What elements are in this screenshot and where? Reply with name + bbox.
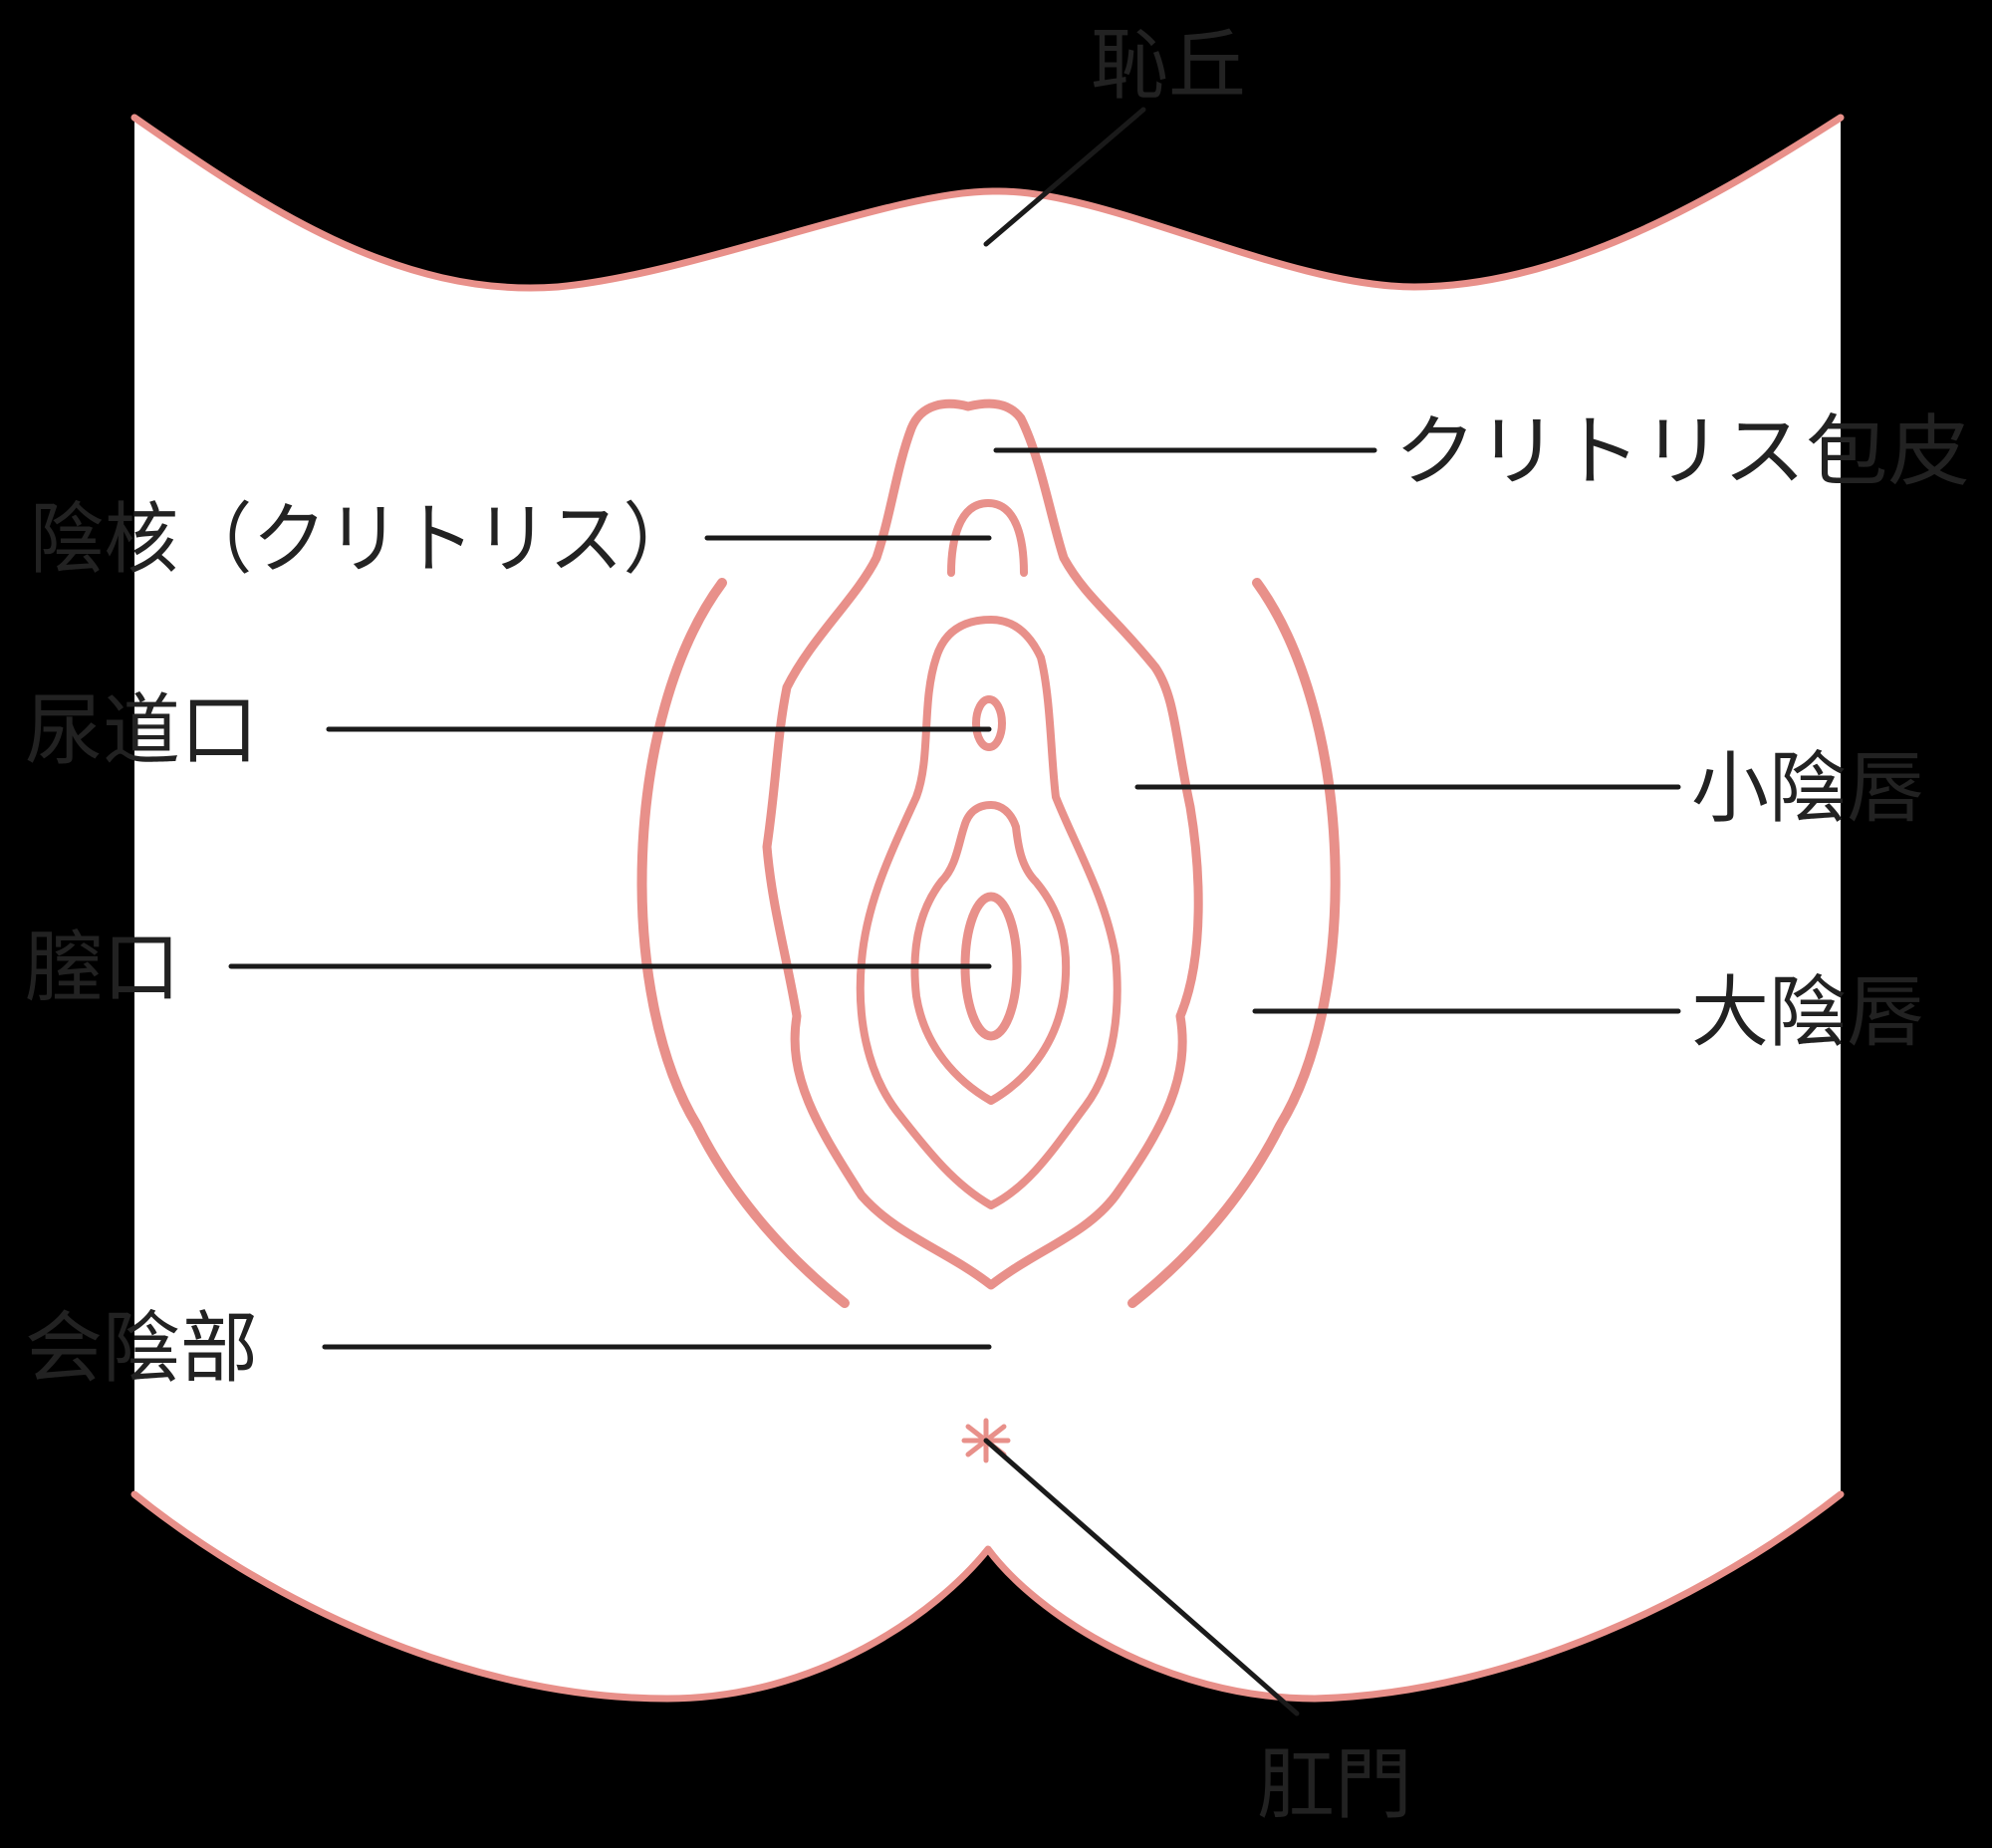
label-clitoral-hood: クリトリス包皮 xyxy=(1394,407,1970,497)
label-mons-pubis: 恥丘 xyxy=(1091,21,1246,111)
label-perineum: 会陰部 xyxy=(25,1304,258,1394)
labia-majora-left-arc xyxy=(636,578,850,1308)
label-urethral-opening: 尿道口 xyxy=(25,686,258,776)
vestibule-loop xyxy=(910,801,1071,1105)
labia-minora-outer xyxy=(762,398,1203,1290)
clitoris-arch xyxy=(947,499,1028,577)
label-labia-majora: 大陰唇 xyxy=(1691,968,1924,1058)
body-bottom-outline xyxy=(130,1490,1845,1703)
body-top-outline xyxy=(130,114,1845,292)
label-labia-minora: 小陰唇 xyxy=(1691,744,1924,834)
leader-mons-pubis xyxy=(983,107,1146,247)
label-anus: 肛門 xyxy=(1257,1740,1412,1830)
urethral-opening-ring xyxy=(972,695,1006,751)
leader-anus xyxy=(983,1438,1300,1716)
labia-majora-right-arc xyxy=(1127,578,1341,1308)
body-silhouette xyxy=(134,118,1841,1699)
labia-minora-inner xyxy=(856,616,1121,1209)
label-clitoris: 陰核（クリトリス） xyxy=(30,495,697,585)
label-vaginal-opening: 膣口 xyxy=(25,924,180,1013)
